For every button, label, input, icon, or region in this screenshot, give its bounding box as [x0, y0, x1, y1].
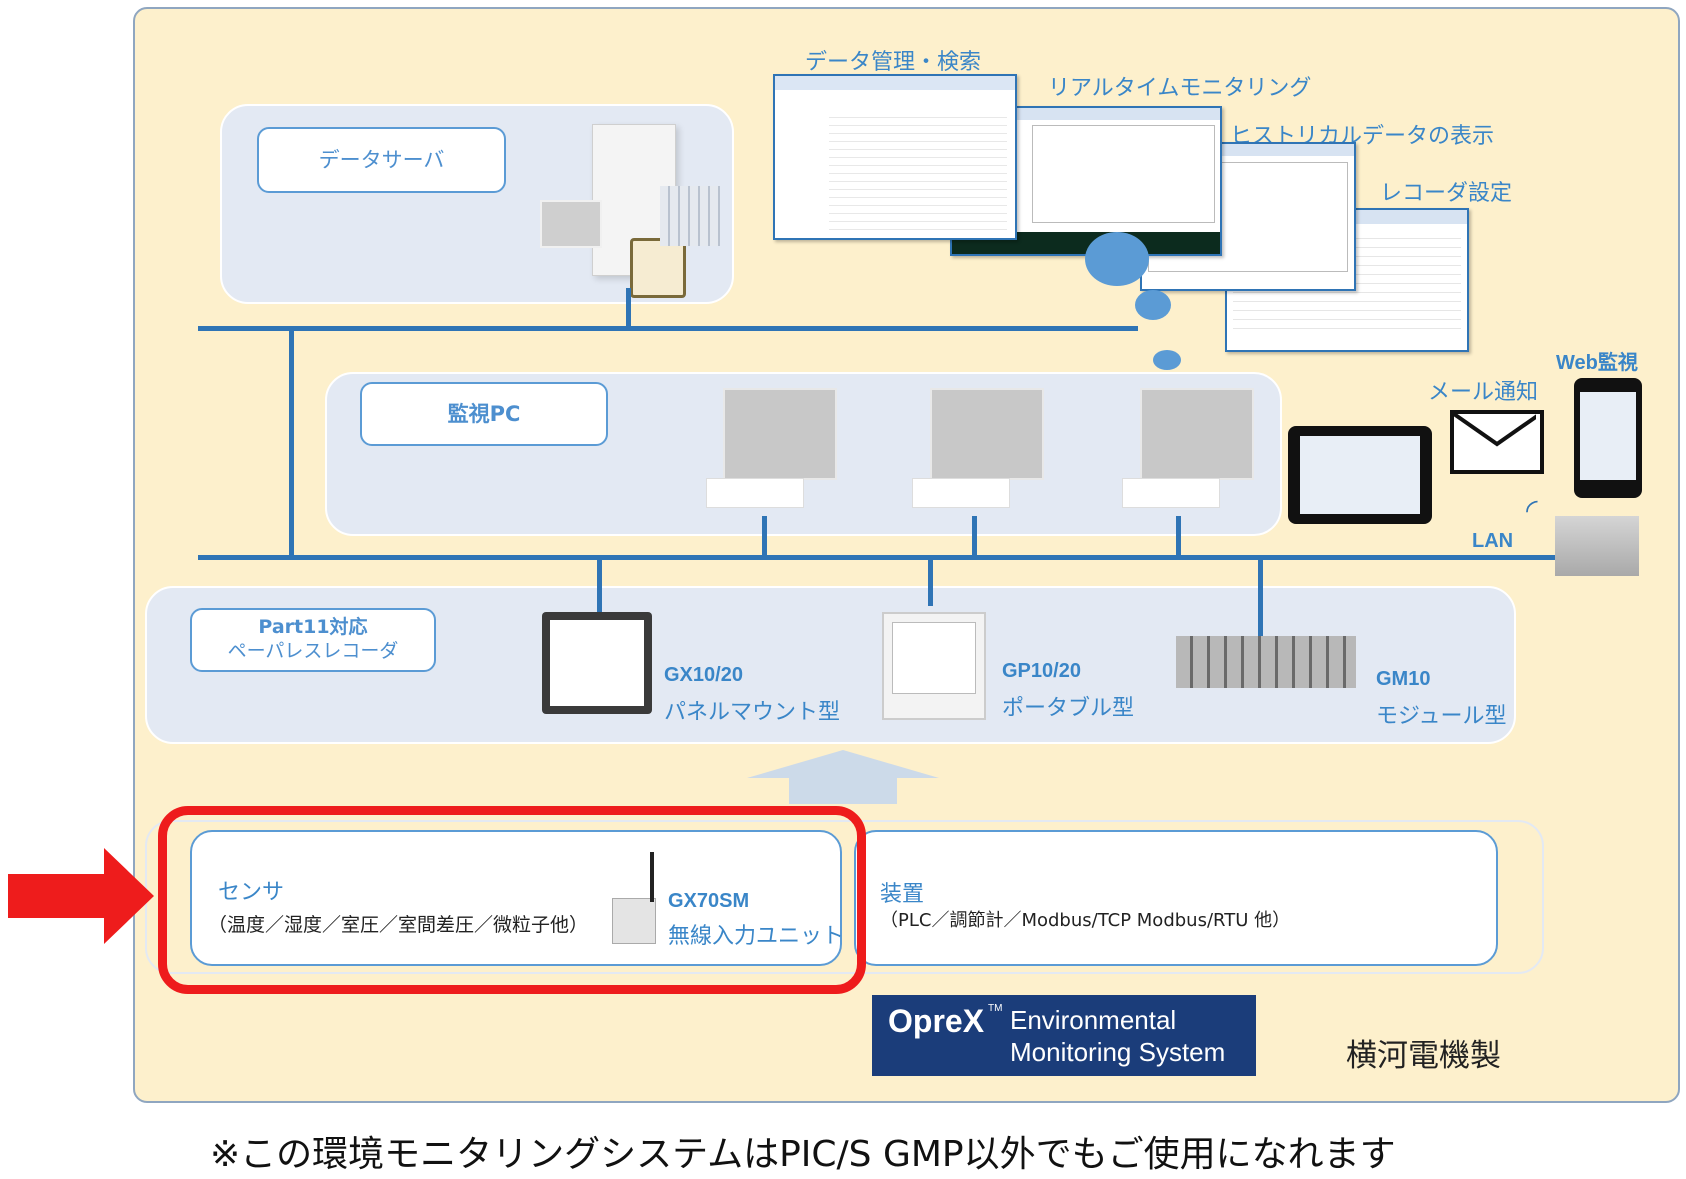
maker-label: 横河電機製	[1346, 1038, 1501, 1074]
pc-drop-1	[762, 516, 767, 558]
oprex-wordmark: OpreX	[888, 1003, 985, 1039]
gp-model: GP10/20	[1002, 660, 1081, 682]
pc-monitor-3	[1140, 388, 1254, 480]
gx-drop	[597, 556, 602, 612]
thought-bubble-small	[1153, 350, 1181, 370]
recorder-label: Part11対応 ペーパレスレコーダ	[190, 608, 436, 672]
recorder-settings-title: レコーダ設定	[1380, 181, 1513, 206]
oprex-env: Environmental	[1010, 1005, 1177, 1035]
sensor-title: センサ	[218, 880, 285, 905]
sensor-detail: （温度／湿度／室圧／室間差圧／微粒子他）	[208, 914, 589, 936]
antenna-icon	[650, 852, 654, 902]
server-rack-icon	[660, 186, 720, 246]
sensor-highlight-frame	[158, 806, 866, 994]
device-detail: （PLC／調節計／Modbus/TCP Modbus/RTU 他）	[880, 910, 1291, 931]
mail-notify-label: メール通知	[1428, 380, 1539, 405]
realtime-monitoring-screen	[950, 106, 1222, 256]
router-icon	[1555, 516, 1639, 576]
pc-drop-2	[972, 516, 977, 558]
gp-type: ポータブル型	[1002, 696, 1135, 721]
gx70sm-model: GX70SM	[668, 890, 750, 912]
data-server-label: データサーバ	[257, 127, 506, 193]
pc-keyboard-2	[912, 478, 1010, 508]
monitoring-pc-label: 監視PC	[360, 382, 608, 446]
smartphone-icon	[1574, 378, 1642, 498]
server-monitor-icon	[540, 200, 602, 248]
gp-recorder-image	[882, 612, 986, 720]
gm-drop	[1258, 556, 1263, 636]
web-monitoring-label: Web監視	[1556, 352, 1638, 374]
highlight-arrow	[8, 848, 154, 944]
oprex-system: Monitoring System	[1010, 1037, 1226, 1067]
gx-type: パネルマウント型	[664, 700, 841, 725]
padlock-icon	[630, 238, 686, 298]
footnote: ※この環境モニタリングシステムはPIC/S GMP以外でもご使用になれます	[210, 1134, 1396, 1175]
gx-recorder-image	[542, 612, 652, 714]
pc-keyboard-3	[1122, 478, 1220, 508]
gm-model: GM10	[1376, 668, 1431, 690]
tablet-icon	[1288, 426, 1432, 524]
oprex-tm: TM	[988, 1003, 1003, 1014]
gx70sm-name: 無線入力ユニット	[668, 924, 845, 949]
mail-envelope-icon	[1450, 410, 1544, 474]
thought-bubble-large	[1085, 232, 1149, 286]
sensor-box	[190, 830, 842, 966]
pc-monitor-2	[930, 388, 1044, 480]
thought-bubble-medium	[1135, 290, 1171, 320]
upward-flow-arrow	[747, 750, 939, 804]
gp-drop	[928, 556, 933, 606]
lan-label: LAN	[1472, 530, 1514, 552]
pc-monitor-1	[723, 388, 837, 480]
gm-type: モジュール型	[1376, 704, 1507, 729]
network-line-top	[198, 326, 1138, 331]
recorder-label-line2: ペーパレスレコーダ	[227, 640, 399, 662]
data-mgmt-title: データ管理・検索	[805, 50, 982, 75]
recorder-label-line1: Part11対応	[258, 616, 368, 639]
gx70sm-image	[612, 898, 656, 944]
pc-keyboard-1	[706, 478, 804, 508]
network-line-lan	[198, 555, 1563, 560]
data-management-screen	[773, 74, 1017, 240]
device-box	[854, 830, 1498, 966]
pc-drop-3	[1176, 516, 1181, 558]
network-vertical-left	[289, 326, 294, 558]
server-drop	[626, 288, 631, 328]
wifi-icon: ◜	[1526, 493, 1538, 528]
gx-model: GX10/20	[664, 664, 743, 686]
gm-module-image	[1176, 636, 1356, 688]
device-title: 装置	[880, 882, 925, 907]
oprex-logo: OpreX TM Environmental Monitoring System	[872, 995, 1256, 1076]
realtime-title: リアルタイムモニタリング	[1048, 76, 1312, 101]
